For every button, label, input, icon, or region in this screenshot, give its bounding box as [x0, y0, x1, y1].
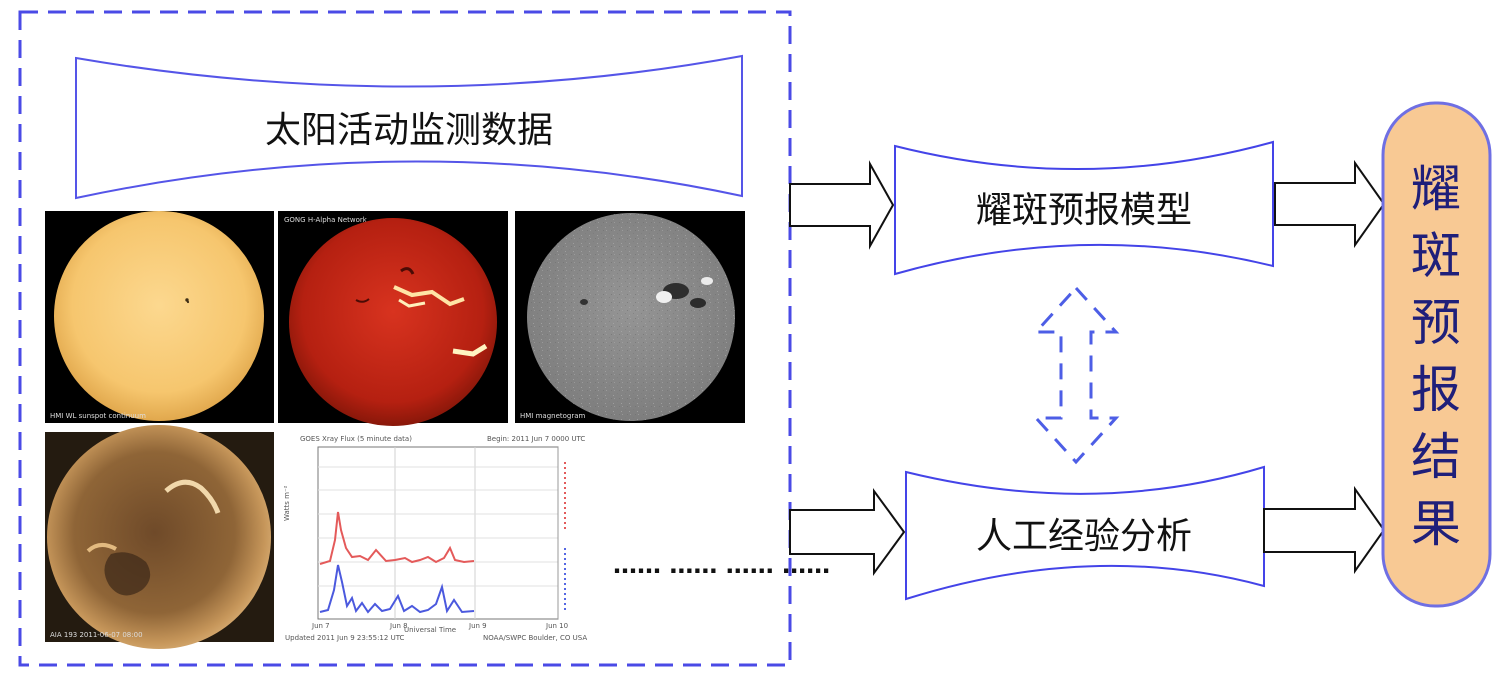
arrow-model-to-result: [1274, 159, 1386, 249]
magnetic-region-dark-2: [690, 298, 706, 308]
xray-short-channel-series: [319, 564, 475, 614]
experience-node-shape: [905, 465, 1265, 601]
source-title-label: 太阳活动监测数据: [265, 110, 553, 151]
euv-active-loop-2: [86, 543, 117, 553]
xray-x-tick-2: Jun 8: [389, 622, 408, 630]
xray-footer-right: NOAA/SWPC Boulder, CO USA: [483, 634, 587, 642]
arrow-source-to-experience: [789, 487, 906, 577]
euv-active-loop-1: [164, 479, 221, 514]
panel-visible-light: HMI WL sunspot continuum: [45, 211, 274, 423]
sunspot-dot: [185, 298, 189, 302]
panel-xray-plot: GOES Xray Flux (5 minute data) Begin: 20…: [278, 430, 588, 643]
panel-xray-begin: Begin: 2011 Jun 7 0000 UTC: [487, 435, 585, 443]
result-char-2: 斑: [1411, 227, 1461, 285]
panel-h-alpha-title: GONG H-Alpha Network: [284, 216, 368, 224]
panel-magnetogram-caption: HMI magnetogram: [520, 412, 586, 420]
result-char-1: 耀: [1411, 160, 1461, 218]
experience-node: 人工经验分析: [905, 465, 1265, 601]
source-title-shape: [75, 54, 743, 200]
source-title-node: 太阳活动监测数据: [75, 54, 743, 200]
result-char-5: 结: [1411, 428, 1461, 486]
h-alpha-plage-1: [393, 285, 465, 307]
result-char-6: 果: [1411, 495, 1461, 553]
result-char-4: 报: [1411, 361, 1461, 419]
h-alpha-plage-2: [398, 298, 426, 308]
sun-euv-disk: [47, 425, 271, 649]
panel-visible-light-caption: HMI WL sunspot continuum: [50, 412, 146, 420]
bidirectional-exchange-arrow: [1032, 285, 1120, 465]
panel-xray-title: GOES Xray Flux (5 minute data): [300, 435, 412, 443]
panel-euv: AIA 193 2011-06-07 08:00: [45, 425, 274, 649]
h-alpha-filament-2: [355, 298, 370, 303]
panel-magnetogram: HMI magnetogram: [515, 211, 745, 423]
source-ellipsis: …… …… …… ……: [613, 551, 830, 579]
source-group-border: [18, 10, 792, 667]
panel-xray-ylabel: Watts m⁻²: [283, 485, 291, 521]
model-node-label: 耀斑预报模型: [976, 190, 1192, 231]
arrow-experience-to-result: [1263, 485, 1386, 575]
xray-xlabel: Universal Time: [404, 626, 456, 634]
h-alpha-filament-1: [400, 267, 415, 275]
experience-node-label: 人工经验分析: [976, 516, 1192, 557]
panel-euv-caption: AIA 193 2011-06-07 08:00: [50, 631, 143, 639]
model-node-shape: [894, 140, 1274, 276]
result-node-shape: [1381, 101, 1492, 608]
xray-footer-left: Updated 2011 Jun 9 23:55:12 UTC: [285, 634, 405, 642]
result-char-3: 预: [1411, 294, 1461, 352]
magnetic-region-light-2: [701, 277, 713, 285]
h-alpha-plage-3: [452, 343, 488, 357]
result-node: 耀 斑 预 报 结 果: [1381, 101, 1492, 608]
sun-magnetogram-noise: [527, 213, 735, 421]
xray-x-tick-1: Jun 7: [311, 622, 330, 630]
magnetic-region-light-1: [656, 291, 672, 303]
magnetic-region-dark-3: [580, 299, 588, 305]
xray-x-tick-3: Jun 9: [468, 622, 487, 630]
xray-x-tick-4: Jun 10: [545, 622, 568, 630]
xray-long-channel-series: [319, 511, 475, 565]
sun-h-alpha-disk: [289, 218, 497, 426]
model-node: 耀斑预报模型: [894, 140, 1274, 276]
arrow-source-to-model: [789, 160, 895, 250]
euv-coronal-hole: [104, 552, 151, 596]
sunspot-dot-2: [186, 300, 190, 304]
panel-h-alpha: GONG H-Alpha Network: [278, 211, 508, 426]
sun-visible-disk: [54, 211, 264, 421]
